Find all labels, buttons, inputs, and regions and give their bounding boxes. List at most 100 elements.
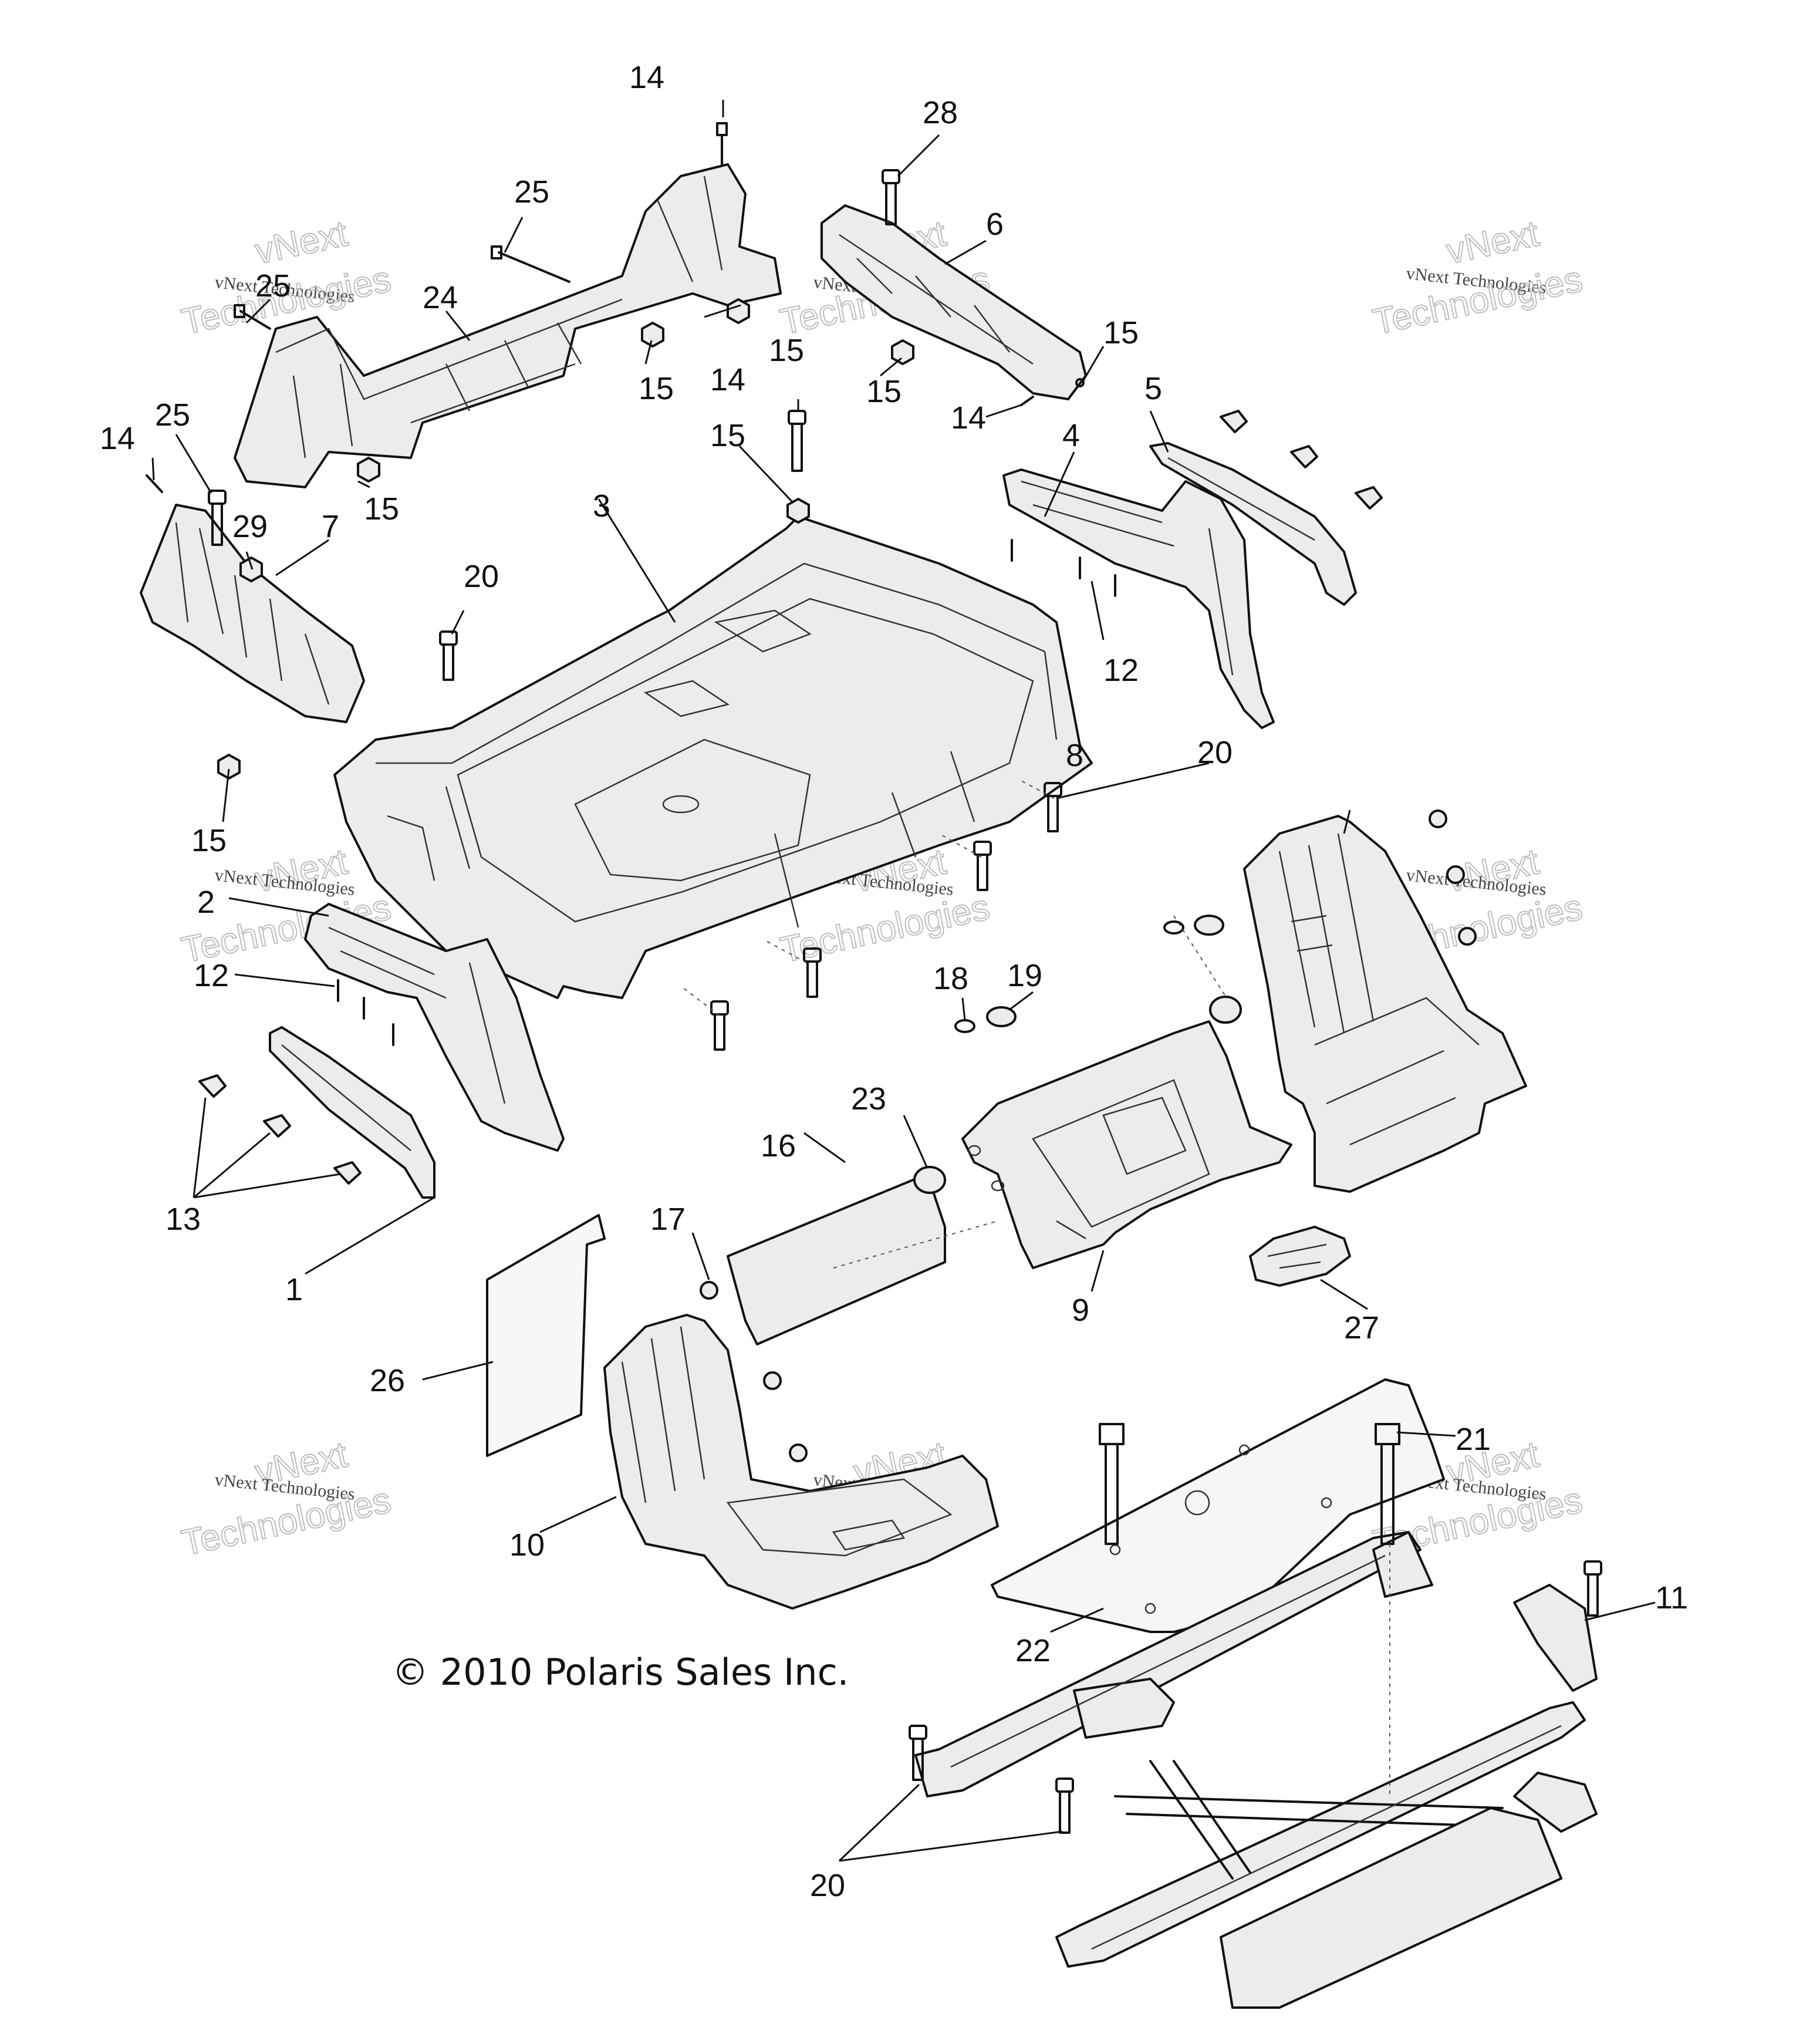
callout-15: 15: [639, 371, 674, 406]
callout-20: 20: [1197, 735, 1233, 770]
callout-23: 23: [851, 1081, 886, 1117]
bolt-20-lower-left: [909, 1725, 927, 1781]
watermark-line1: vNext: [252, 213, 351, 272]
callout-9: 9: [1072, 1293, 1089, 1328]
alignment-lines: [680, 780, 1390, 1796]
part-7-left-bracket: [140, 504, 365, 723]
callout-26: 26: [370, 1363, 405, 1398]
callout-13: 13: [166, 1202, 201, 1237]
flange-nut-8-b: [1446, 865, 1465, 884]
grommet-19: [986, 1006, 1017, 1027]
rivet-13-b: [263, 1114, 291, 1138]
callout-3: 3: [593, 488, 610, 524]
callout-20: 20: [464, 559, 499, 594]
part-5-right-trim-strip: [1149, 442, 1357, 606]
nut-15-c: [891, 339, 914, 365]
flange-nut-17: [700, 1281, 718, 1300]
part-9-seat-base: [961, 1020, 1292, 1269]
callout-17: 17: [650, 1202, 686, 1237]
callout-2: 2: [197, 885, 215, 920]
callout-25: 25: [514, 174, 549, 210]
bolt-20-mid2: [710, 1000, 729, 1051]
callout-25: 25: [255, 268, 291, 303]
bolt-20-lower-mid: [1055, 1777, 1074, 1834]
callout-15: 15: [710, 418, 745, 453]
callout-5: 5: [1144, 371, 1162, 406]
callout-15: 15: [1103, 315, 1139, 350]
callout-27: 27: [1344, 1310, 1379, 1345]
callout-24: 24: [423, 280, 458, 315]
part-8-right-storage-box: [1243, 815, 1527, 1193]
callout-15: 15: [364, 491, 399, 527]
bolt-21-right: [1375, 1423, 1400, 1545]
callout-14: 14: [100, 421, 135, 456]
part-24-support-rail: [234, 163, 782, 488]
bolt-25-mid: [234, 304, 271, 330]
bolt-20-lower-right: [1583, 1560, 1602, 1617]
watermark-low-left: vNext vNext Technologies Technologies: [178, 1434, 395, 1564]
bolt-14-small: [1020, 396, 1034, 406]
rivet-5-a: [1220, 410, 1248, 433]
callout-numbers: 14 28 25 6 25 24 15 15 15 15 14 14 5 4 1…: [100, 60, 1688, 1903]
bolt-25-left: [208, 490, 227, 546]
callout-19: 19: [1007, 958, 1042, 993]
copyright-notice: © 2010 Polaris Sales Inc.: [392, 1651, 849, 1694]
part-11-lower-frame: [914, 1531, 1598, 2009]
callout-29: 29: [232, 509, 268, 544]
nut-15-e: [786, 498, 810, 524]
watermark-top-right: vNext vNext Technologies Technologies: [1369, 213, 1586, 343]
watermark-line1: vNext: [1443, 213, 1542, 272]
grommet-9-b: [1209, 996, 1242, 1024]
callout-11: 11: [1655, 1580, 1688, 1615]
part-26-sheet: [486, 1214, 606, 1457]
callout-4: 4: [1062, 418, 1080, 453]
bolt-14-right: [788, 410, 806, 472]
watermark-line3: Technologies: [777, 887, 993, 971]
callout-18: 18: [933, 961, 968, 996]
bolt-20-right2: [973, 841, 992, 891]
callout-12: 12: [1103, 653, 1139, 688]
rivet-13-a: [198, 1074, 227, 1098]
flange-nut-10-a: [763, 1371, 782, 1390]
callout-20: 20: [810, 1868, 845, 1903]
bolt-20-mid: [803, 947, 822, 998]
callout-14: 14: [710, 362, 745, 397]
leader-lines: [151, 100, 1656, 1862]
callout-14: 14: [951, 400, 986, 436]
bolt-14-top: [716, 122, 728, 166]
nut-15-g: [1075, 378, 1085, 387]
callout-7: 7: [322, 509, 339, 544]
flange-nut-10-b: [789, 1443, 808, 1462]
callout-1: 1: [285, 1272, 303, 1307]
callout-16: 16: [761, 1128, 796, 1163]
callout-6: 6: [986, 207, 1004, 242]
callout-28: 28: [923, 95, 958, 130]
part-27-small-cover: [1249, 1226, 1351, 1287]
flange-nut-8-c: [1458, 927, 1477, 946]
washer-18: [954, 1019, 975, 1033]
rivet-5-b: [1290, 445, 1318, 468]
callout-10: 10: [509, 1527, 545, 1563]
bolt-20-top: [439, 630, 458, 681]
part-16-pad-sheet: [727, 1173, 998, 1345]
callout-25: 25: [155, 397, 190, 433]
nut-15-f: [217, 754, 241, 780]
part-22-skid-plate: [991, 1378, 1445, 1633]
part-6-upper-right-rail: [821, 204, 1087, 400]
callout-15: 15: [191, 823, 227, 858]
callout-22: 22: [1015, 1633, 1051, 1668]
part-2-left-side-panel: [304, 903, 565, 1152]
callout-12: 12: [194, 958, 229, 993]
nut-15-d: [357, 457, 380, 483]
callout-14: 14: [629, 60, 664, 95]
flange-nut-8-a: [1429, 809, 1447, 828]
rivet-13-c: [333, 1161, 362, 1185]
grommet-23: [913, 1166, 946, 1194]
fasteners: [146, 122, 1602, 1834]
part-10-lower-storage-bracket: [603, 1314, 999, 1610]
bolt-25-top: [491, 245, 570, 283]
bolt-14-left: [146, 474, 163, 493]
callout-21: 21: [1456, 1422, 1491, 1457]
callout-15: 15: [866, 374, 902, 409]
